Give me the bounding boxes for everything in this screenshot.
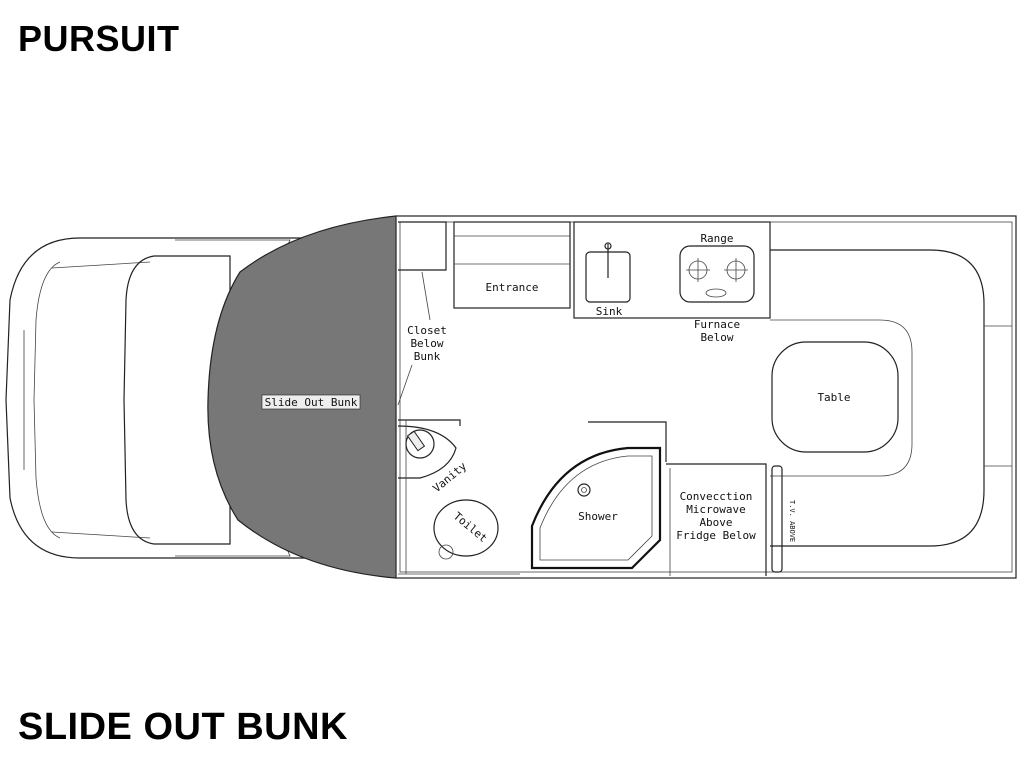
furnace-label-1: Furnace	[694, 318, 740, 331]
table	[771, 341, 899, 453]
tv-cabinet	[771, 465, 783, 573]
toilet-label: Toilet	[451, 510, 490, 546]
closet-label-2: Below	[410, 337, 443, 350]
vanity-sink	[405, 429, 435, 459]
layout-title: SLIDE OUT BUNK	[18, 706, 348, 748]
shower-label: Shower	[578, 510, 618, 523]
appliance-label-4: Fridge Below	[676, 529, 756, 542]
appliance-label-2: Microwave	[686, 503, 746, 516]
closet: Closet Below Bunk	[397, 221, 447, 406]
closet-label-3: Bunk	[414, 350, 441, 363]
model-title: PURSUIT	[18, 18, 180, 59]
entrance-label: Entrance	[486, 281, 539, 294]
vanity-label: Vanity	[430, 459, 469, 495]
shower: Shower	[530, 421, 667, 570]
slide-out-bunk: Slide Out Bunk	[207, 215, 397, 579]
range	[679, 245, 755, 303]
appliance-label-1: Convecction	[680, 490, 753, 503]
bathroom: Vanity Toilet	[397, 419, 520, 575]
entrance: Entrance	[453, 221, 571, 309]
sink-label: Sink	[596, 305, 623, 318]
range-label: Range	[700, 232, 733, 245]
toilet	[433, 499, 499, 557]
galley-counter: Sink Range Furnace Below	[573, 221, 771, 344]
slide-out-bunk-label: Slide Out Bunk	[265, 396, 358, 409]
appliance-label-3: Above	[699, 516, 732, 529]
furnace-label-2: Below	[700, 331, 733, 344]
dinette: Table	[770, 249, 1012, 547]
closet-label-1: Closet	[407, 324, 447, 337]
side-tag-label: T.V. ABOVE	[788, 500, 796, 542]
table-label: Table	[817, 391, 850, 404]
appliance-cabinet: Convecction Microwave Above Fridge Below…	[666, 463, 796, 576]
